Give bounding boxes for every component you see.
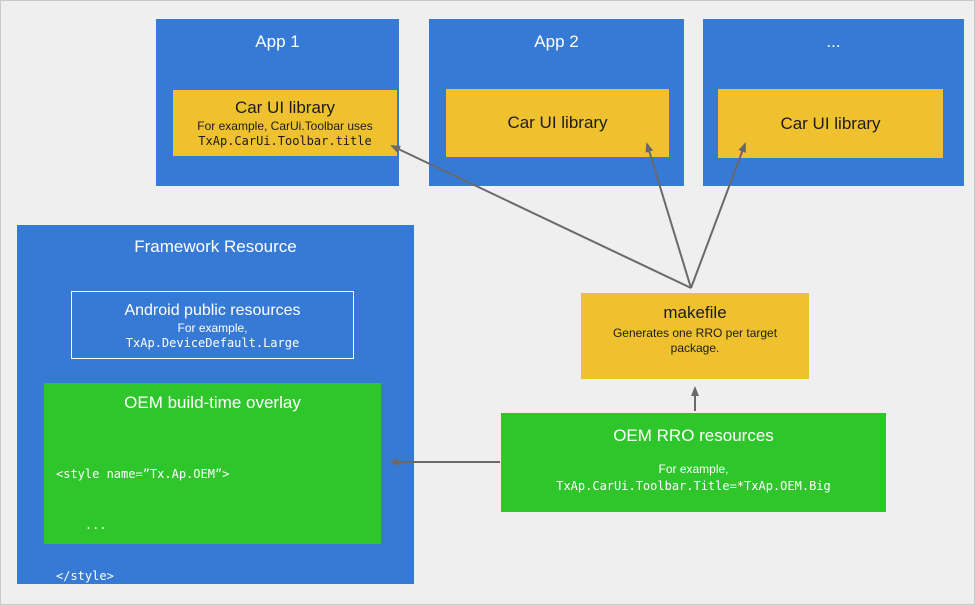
code-line: <style name=”Tx.Ap.OEM”> bbox=[56, 467, 230, 481]
oem-rro-resources-title: OEM RRO resources bbox=[613, 426, 774, 445]
code-line: </style> bbox=[56, 569, 114, 583]
makefile-description: Generates one RRO per target package. bbox=[612, 326, 778, 355]
android-public-resources-example-code: TxAp.DeviceDefault.Large bbox=[125, 335, 300, 350]
android-public-resources-example-label: For example, bbox=[177, 320, 248, 335]
oem-rro-example-label: For example, bbox=[658, 462, 729, 476]
app2-carui-library-box: Car UI library bbox=[446, 89, 669, 157]
framework-resource-title: Framework Resource bbox=[134, 237, 297, 256]
code-line: ... bbox=[56, 518, 107, 532]
oem-rro-example-code: TxAp.CarUi.Toolbar.Title=*TxAp.OEM.Big bbox=[556, 479, 831, 493]
app1-title: App 1 bbox=[255, 32, 300, 51]
framework-resource-box: Framework Resource Android public resour… bbox=[17, 225, 414, 584]
oem-build-time-overlay-code: <style name=”Tx.Ap.OEM”> ... </style> <s… bbox=[56, 431, 244, 604]
oem-rro-resources-box: OEM RRO resources For example, TxAp.CarU… bbox=[501, 413, 886, 512]
app2-title: App 2 bbox=[534, 32, 579, 51]
android-public-resources-box: Android public resources For example, Tx… bbox=[71, 291, 354, 359]
app1-carui-example-text: For example, CarUi.Toolbar uses bbox=[197, 119, 373, 133]
app-ellipsis-carui-library-title: Car UI library bbox=[780, 113, 881, 133]
oem-build-time-overlay-box: OEM build-time overlay <style name=”Tx.A… bbox=[44, 383, 381, 583]
app-ellipsis-title: ... bbox=[826, 32, 841, 51]
app1-box: App 1 Car UI library For example, CarUi.… bbox=[156, 19, 399, 186]
app-ellipsis-carui-library-box: Car UI library bbox=[718, 89, 943, 158]
app2-box: App 2 Car UI library bbox=[429, 19, 684, 186]
app-ellipsis-box: ... Car UI library bbox=[703, 19, 964, 186]
app1-carui-library-box: Car UI library For example, CarUi.Toolba… bbox=[173, 90, 397, 156]
makefile-title: makefile bbox=[663, 303, 727, 322]
oem-build-time-overlay-title: OEM build-time overlay bbox=[124, 393, 301, 412]
makefile-box: makefile Generates one RRO per target pa… bbox=[581, 293, 809, 379]
app1-carui-library-title: Car UI library bbox=[234, 98, 336, 117]
app1-carui-example-code: TxAp.CarUi.Toolbar.title bbox=[198, 134, 372, 148]
app2-carui-library-title: Car UI library bbox=[507, 113, 608, 132]
android-public-resources-title: Android public resources bbox=[124, 301, 301, 319]
